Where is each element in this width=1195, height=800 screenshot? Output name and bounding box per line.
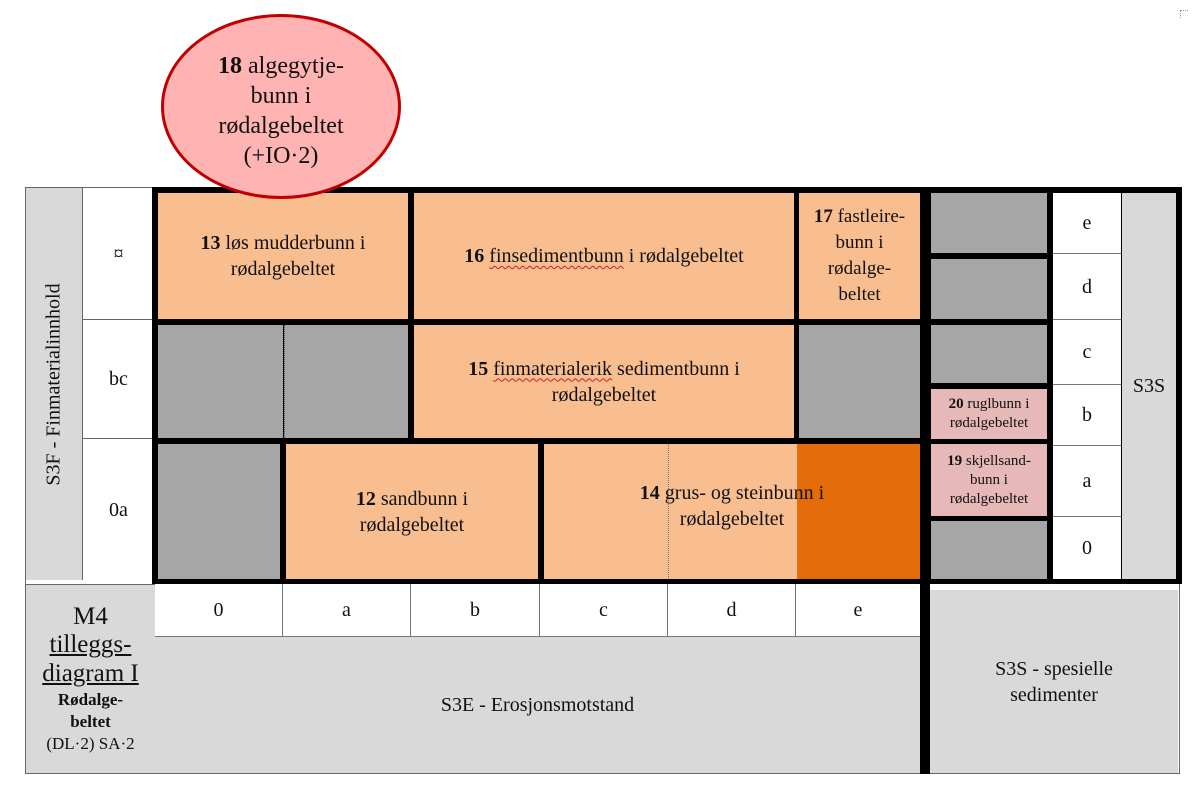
bottom-axis-label: S3E - Erosjonsmotstand: [155, 637, 920, 773]
right-row-a: a: [1053, 446, 1121, 517]
corner-line5: beltet: [70, 712, 111, 731]
corner-marker: [1180, 10, 1188, 11]
corner-line4: Rødalge-: [57, 690, 124, 709]
row-label-alpha: ¤: [83, 188, 154, 320]
s3s-gray-c: [931, 325, 1047, 383]
right-row-c: c: [1053, 320, 1121, 385]
cell-orange-e: [797, 444, 920, 579]
cell-16-finsedimentbunn: 16 finsedimentbunn i rødalgebeltet: [414, 193, 794, 319]
cell-gray-bc-a: [284, 325, 408, 438]
right-letter-column: [1053, 193, 1121, 579]
col-label-c: c: [540, 584, 668, 637]
col-label-e: e: [796, 584, 920, 637]
row-label-bc: bc: [83, 320, 154, 439]
col-label-d: d: [668, 584, 796, 637]
corner-marker-v: [1180, 10, 1181, 18]
corner-m4: M4: [73, 603, 108, 630]
left-axis-label-cell: S3F - Finmaterialinnhold: [26, 188, 83, 580]
cell-gray-0a-0: [158, 444, 280, 579]
bottom-separator: [920, 584, 930, 774]
cell-gray-bc-e: [799, 325, 920, 438]
col-label-a: a: [283, 584, 411, 637]
right-row-0: 0: [1082, 537, 1092, 559]
s3s-gray-d: [931, 259, 1047, 319]
col-label-0: 0: [155, 584, 283, 637]
left-axis-label: S3F - Finmaterialinnhold: [42, 282, 65, 486]
corner-line3: diagram I: [42, 660, 139, 687]
corner-line6: (DL·2) SA·2: [46, 734, 135, 753]
ellipse-18-algegytjebunn: 18 algegytje- bunn i rødalgebeltet (+IO·…: [161, 14, 401, 199]
cell-gray-bc-0: [158, 325, 283, 438]
corner-line2: tilleggs-: [49, 631, 132, 658]
right-row-d: d: [1053, 254, 1121, 320]
right-row-e: e: [1053, 193, 1121, 254]
right-row-b: b: [1053, 385, 1121, 446]
s3s-gray-0: [931, 521, 1047, 579]
s3s-gray-e: [931, 193, 1047, 253]
dotted-divider-d: [668, 444, 669, 579]
row-label-0a: 0a: [83, 439, 154, 580]
right-axis-label: S3S: [1122, 193, 1176, 579]
col-label-b: b: [411, 584, 540, 637]
corner-title: M4 tilleggs- diagram I Rødalge- beltet (…: [26, 584, 155, 773]
